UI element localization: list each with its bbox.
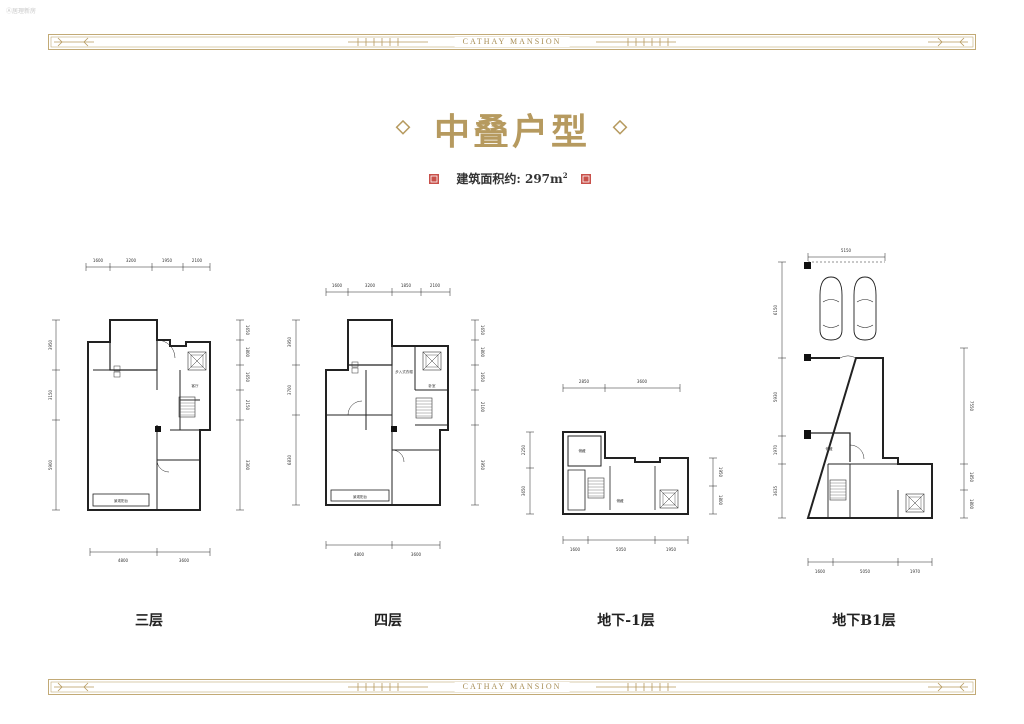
dimension-label: 3635 <box>773 485 778 496</box>
dimension-label: 5900 <box>48 459 53 470</box>
elevator-icon <box>659 489 679 509</box>
stair-icon <box>587 477 605 499</box>
dimension-label: 1950 <box>718 467 723 478</box>
column-marker-icon <box>804 262 811 269</box>
dimension-label: 6150 <box>773 304 778 315</box>
f4-balcony-label: 景观阳台 <box>353 494 367 499</box>
floor-label-3f: 三层 <box>135 613 163 629</box>
stair-icon <box>178 396 196 418</box>
dimension-label: 2100 <box>480 402 485 413</box>
title-left-diamond-icon <box>395 120 411 135</box>
seal-left-icon <box>429 174 439 184</box>
dimension-label: 3650 <box>521 485 526 496</box>
dimension-label: 1600 <box>93 258 104 263</box>
dimension-label: 5930 <box>773 391 778 402</box>
elevator-icon <box>905 493 925 513</box>
dimension-label: 5150 <box>841 248 852 253</box>
dimension-label: 3700 <box>287 384 292 395</box>
seal-right-icon <box>581 174 591 184</box>
dimension-label: 1650 <box>245 372 250 383</box>
dimension-label: 3600 <box>411 552 422 557</box>
watermark-logo: Ⓐ居理新房 <box>6 8 37 15</box>
dimension-label: 7550 <box>969 401 974 412</box>
dimension-label: 1950 <box>162 258 173 263</box>
floor-label-4f: 四层 <box>374 613 402 629</box>
dimension-label: 1650 <box>480 325 485 336</box>
dimension-label: 5050 <box>860 569 871 574</box>
b1-room-label: 储藏 <box>579 448 587 453</box>
dimension-label: 3200 <box>126 258 137 263</box>
top-banner-label: CATHAY MANSION <box>454 37 570 47</box>
column-marker-icon <box>155 426 161 432</box>
dimension-label: 2250 <box>521 444 526 455</box>
dimension-label: 1800 <box>718 495 723 506</box>
f4-bath-label: 步入式衣帽 <box>395 369 413 374</box>
dimension-label: 1800 <box>969 499 974 510</box>
dimension-label: 3300 <box>245 460 250 471</box>
column-marker-icon <box>804 430 811 439</box>
dimension-label: 1800 <box>480 347 485 358</box>
dimension-label: 1850 <box>401 283 412 288</box>
b1-room2-label: 储藏 <box>617 498 625 503</box>
dimension-label: 2100 <box>192 258 203 263</box>
dimension-label: 1650 <box>245 325 250 336</box>
plan-floor-3 <box>52 263 244 556</box>
dimension-label: 1600 <box>332 283 343 288</box>
elevator-icon <box>422 351 442 371</box>
floor-label-b1: 地下B1层 <box>832 613 896 629</box>
plan-basement-b1 <box>778 253 968 566</box>
f3-room-label: 客厅 <box>192 383 199 388</box>
stair-icon <box>415 397 433 419</box>
dimension-label: 4800 <box>354 552 365 557</box>
f4-room-label: 卧室 <box>429 383 437 388</box>
dimension-label: 2850 <box>579 379 590 384</box>
area-text: 建筑面积约: 297m2 <box>0 170 1024 187</box>
stair-icon <box>829 479 847 501</box>
plan-floor-4 <box>292 288 479 549</box>
dimension-label: 1970 <box>910 569 921 574</box>
dimension-label: 1970 <box>773 444 778 455</box>
dimension-label: 1600 <box>570 547 581 552</box>
dimension-label: 1650 <box>480 372 485 383</box>
floor-label-b-1: 地下-1层 <box>597 613 655 629</box>
bottom-banner-label: CATHAY MANSION <box>454 682 570 692</box>
dimension-label: 1600 <box>815 569 826 574</box>
column-marker-icon <box>804 354 811 361</box>
dimension-label: 3950 <box>480 460 485 471</box>
dimension-label: 1800 <box>245 347 250 358</box>
dimension-label: 3200 <box>365 283 376 288</box>
f3-balcony-label: 景观阳台 <box>114 498 128 503</box>
dimension-label: 6830 <box>287 454 292 465</box>
column-marker-icon <box>391 426 397 432</box>
floor-plans-drawing: 客厅 景观阳台 1600 3200 1950 2100 4800 3600 39… <box>48 248 974 574</box>
b2-room-label: 储藏 <box>826 446 834 451</box>
dimension-label: 2100 <box>430 283 441 288</box>
area-value: 建筑面积约: 297m <box>456 172 563 186</box>
page-title: 中叠户型 <box>433 111 590 153</box>
dimension-label: 5050 <box>616 547 627 552</box>
area-unit-sup: 2 <box>562 171 568 180</box>
dimension-label: 2150 <box>245 400 250 411</box>
dimension-label: 3950 <box>48 339 53 350</box>
dimension-label: 1950 <box>666 547 677 552</box>
plan-basement-1 <box>526 384 717 544</box>
elevator-icon <box>187 351 207 371</box>
dimension-label: 3150 <box>48 389 53 400</box>
dimension-label: 4800 <box>118 558 129 563</box>
dimension-label: 3950 <box>287 336 292 347</box>
dimension-label: 3600 <box>179 558 190 563</box>
dimension-label: 3600 <box>637 379 648 384</box>
dimension-label: 1850 <box>969 472 974 483</box>
title-right-diamond-icon <box>612 120 628 135</box>
